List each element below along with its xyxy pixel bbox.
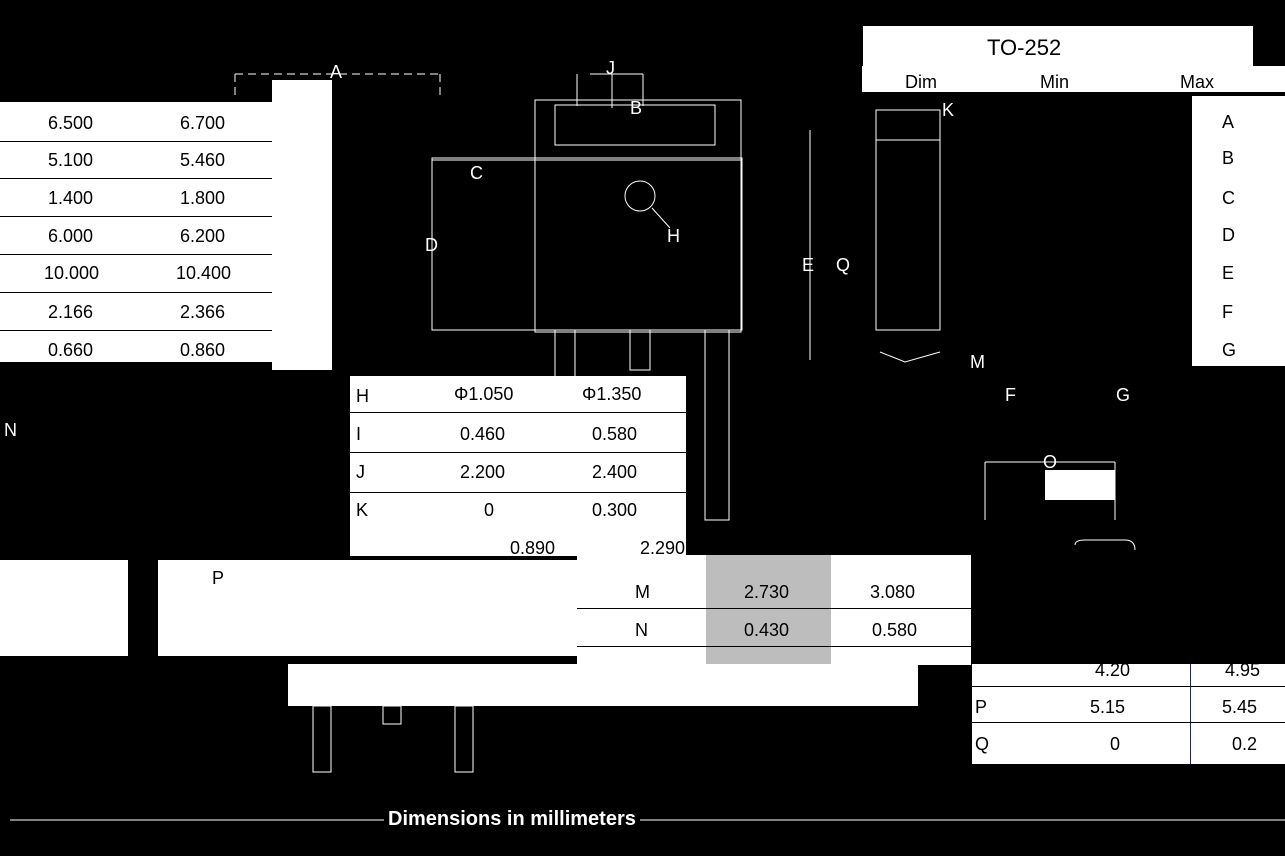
label-n: N (4, 420, 17, 440)
o-min: 4.20 (1095, 660, 1131, 680)
body-outline (431, 157, 743, 331)
package-title: TO-252 (372, 8, 447, 33)
label-c: C (470, 163, 483, 183)
footer-note: Dimensions in millimeters (384, 808, 640, 831)
dim-e: E (1222, 263, 1235, 283)
label-q: Q (836, 255, 851, 275)
p-min: 5.15 (1090, 697, 1126, 717)
f-max: 2.366 (180, 302, 226, 322)
dim-n: N (635, 620, 648, 640)
h-max: Φ1.350 (582, 384, 642, 404)
header-max: Max (1180, 72, 1215, 92)
g-min: 0.660 (48, 340, 94, 360)
l-max: 2.290 (640, 538, 686, 558)
side-view-body (875, 109, 941, 331)
dim-p: P (975, 697, 988, 717)
label-a: A (330, 62, 343, 82)
label-f: F (1005, 385, 1016, 405)
dimension-table-header: TO-252 (862, 25, 1254, 67)
p-max: 5.45 (1222, 697, 1258, 717)
n-min: 0.430 (744, 620, 790, 640)
mid-values-panel (350, 376, 686, 556)
dim-a-line (234, 73, 441, 98)
a-min: 6.500 (48, 113, 94, 133)
min-column-shade (706, 555, 831, 665)
dim-a: A (1222, 112, 1235, 132)
dim-b: B (1222, 148, 1235, 168)
dim-k: K (356, 500, 369, 520)
f-min: 2.166 (48, 302, 94, 322)
m-min: 2.730 (744, 582, 790, 602)
label-m: M (970, 352, 985, 372)
i-max: 0.580 (592, 424, 638, 444)
table-title: TO-252 (987, 35, 1062, 60)
dim-i: I (356, 424, 362, 444)
i-min: 0.460 (460, 424, 506, 444)
lead-2 (629, 329, 651, 371)
d-min: 6.000 (48, 226, 94, 246)
dim-g: G (1222, 340, 1237, 360)
label-e: E (802, 255, 815, 275)
mount-hole (624, 180, 656, 212)
d-max: 6.200 (180, 226, 226, 246)
table-dim-column (1192, 96, 1285, 366)
dim-d: D (1222, 225, 1235, 245)
b-max: 5.460 (180, 150, 226, 170)
heat-tab (554, 104, 716, 146)
k-max: 0.300 (592, 500, 638, 520)
tab-outline (534, 99, 742, 333)
dim-f: F (1222, 302, 1233, 322)
lead-3 (704, 329, 730, 521)
dim-c: C (1222, 188, 1235, 208)
label-g: G (1116, 385, 1131, 405)
c-max: 1.800 (180, 188, 226, 208)
j-max: 2.400 (592, 462, 638, 482)
h-min: Φ1.050 (454, 384, 514, 404)
dim-h: H (356, 386, 369, 406)
label-o: O (1043, 452, 1058, 472)
left-values-pad (272, 80, 332, 370)
label-d: D (425, 235, 438, 255)
dim-q: Q (975, 734, 990, 754)
c-min: 1.400 (48, 188, 94, 208)
a-max: 6.700 (180, 113, 226, 133)
e-max: 10.400 (176, 263, 232, 283)
dim-m: M (635, 582, 650, 602)
j-min: 2.200 (460, 462, 506, 482)
label-p: P (212, 568, 225, 588)
q-max: 0.2 (1232, 734, 1258, 754)
m-max: 3.080 (870, 582, 916, 602)
label-k: K (942, 100, 955, 120)
bottom-lead-1 (312, 705, 332, 773)
table-subheader (862, 66, 1285, 92)
k-min: 0 (484, 500, 495, 520)
p-panel (0, 560, 577, 656)
b-min: 5.100 (48, 150, 94, 170)
left-values-panel (0, 100, 272, 362)
footprint-pad (1045, 470, 1115, 500)
label-h: H (667, 226, 680, 246)
bottom-lead-3 (454, 705, 474, 773)
g-max: 0.860 (180, 340, 226, 360)
dim-j: J (356, 462, 365, 482)
q-min: 0 (1110, 734, 1121, 754)
p-panel-base (288, 664, 918, 706)
lower-right-panel (972, 664, 1285, 764)
o-max: 4.95 (1225, 660, 1261, 680)
e-min: 10.000 (44, 263, 100, 283)
bottom-lead-2 (382, 705, 402, 725)
header-dim: Dim (905, 72, 937, 92)
l-min: 0.890 (510, 538, 556, 558)
label-b: B (630, 98, 643, 118)
left-values-header (0, 84, 272, 102)
n-max: 0.580 (872, 620, 918, 640)
header-min: Min (1040, 72, 1070, 92)
label-j: J (606, 58, 615, 78)
